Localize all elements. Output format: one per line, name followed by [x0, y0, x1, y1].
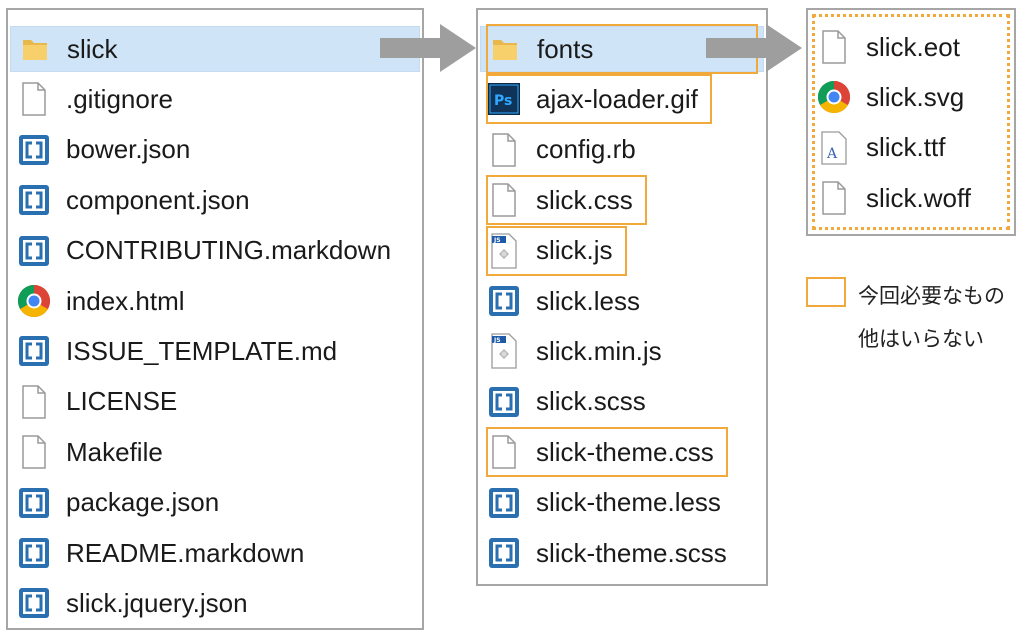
chrome-icon: [16, 282, 52, 320]
list-item[interactable]: slick.scss: [486, 379, 646, 425]
list-item-label: slick-theme.scss: [536, 537, 727, 568]
brackets-icon: [16, 332, 52, 370]
list-item[interactable]: index.html: [16, 278, 185, 324]
brackets-icon: [486, 484, 522, 522]
file-icon: [486, 131, 522, 169]
list-item-label: README.markdown: [66, 537, 305, 568]
needed-file-highlight: [486, 427, 728, 478]
list-item-label: slick.ttf: [866, 132, 946, 163]
legend-swatch: [806, 277, 846, 307]
list-item[interactable]: component.json: [16, 177, 250, 223]
file-icon: [16, 433, 52, 471]
js-file-icon: JS: [486, 232, 522, 270]
list-item[interactable]: package.json: [16, 480, 219, 526]
file-icon: [816, 28, 852, 66]
file-icon: [486, 181, 522, 219]
list-item-label: slick.jquery.json: [66, 587, 248, 618]
list-item-label: slick-theme.less: [536, 487, 721, 518]
list-item[interactable]: slick: [10, 26, 420, 72]
list-item[interactable]: slick.svg: [816, 74, 964, 120]
svg-text:JS: JS: [493, 337, 501, 344]
list-item-label: bower.json: [66, 134, 191, 165]
list-item[interactable]: slick-theme.less: [486, 480, 721, 526]
list-item[interactable]: Ps ajax-loader.gif: [486, 76, 698, 122]
list-item-label: index.html: [66, 285, 185, 316]
brackets-icon: [486, 534, 522, 572]
brackets-icon: [16, 232, 52, 270]
chrome-icon: [816, 78, 852, 116]
list-item[interactable]: config.rb: [486, 127, 636, 173]
list-item-label: slick.less: [536, 285, 641, 316]
svg-text:JS: JS: [493, 237, 501, 244]
file-icon: [16, 383, 52, 421]
file-icon: [486, 433, 522, 471]
list-item-label: config.rb: [536, 134, 636, 165]
arrow-right-icon: [380, 24, 476, 72]
brackets-icon: [16, 484, 52, 522]
list-item-label: slick.min.js: [536, 335, 662, 366]
list-item-label: Makefile: [66, 436, 163, 467]
list-item[interactable]: slick.woff: [816, 175, 971, 221]
svg-text:A: A: [826, 146, 838, 162]
brackets-icon: [486, 282, 522, 320]
file-icon: [816, 179, 852, 217]
list-item[interactable]: LICENSE: [16, 379, 177, 425]
list-item-label: package.json: [66, 487, 220, 518]
list-item-label: slick.css: [536, 184, 633, 215]
list-item[interactable]: slick.css: [486, 177, 633, 223]
list-item-label: slick.js: [536, 235, 613, 266]
list-item-label: component.json: [66, 184, 250, 215]
legend-needed-label: 今回必要なもの: [858, 284, 1005, 308]
list-item[interactable]: JS slick.min.js: [486, 328, 662, 374]
list-item-label: slick.svg: [866, 81, 965, 112]
list-item-label: fonts: [537, 33, 594, 64]
font-file-icon: A: [816, 129, 852, 167]
brackets-icon: [486, 383, 522, 421]
list-item-label: ISSUE_TEMPLATE.md: [66, 335, 338, 366]
arrow-right-icon: [706, 24, 802, 72]
list-item[interactable]: slick.less: [486, 278, 640, 324]
list-item[interactable]: slick.jquery.json: [16, 580, 248, 626]
list-item-label: slick-theme.css: [536, 436, 714, 467]
list-item-label: slick.eot: [866, 31, 960, 62]
list-item[interactable]: ISSUE_TEMPLATE.md: [16, 328, 337, 374]
needed-file-highlight: [486, 175, 647, 226]
file-icon: [16, 80, 52, 118]
list-item-label: slick: [67, 33, 118, 64]
js-file-icon: JS: [486, 332, 522, 370]
needed-file-highlight: [486, 225, 627, 276]
list-item[interactable]: Makefile: [16, 429, 163, 475]
needed-file-highlight: [486, 74, 712, 125]
list-item-label: .gitignore: [66, 83, 173, 114]
list-item[interactable]: slick-theme.css: [486, 429, 714, 475]
list-item[interactable]: slick-theme.scss: [486, 530, 727, 576]
list-item-label: LICENSE: [66, 386, 178, 417]
brackets-icon: [16, 584, 52, 622]
legend-unneeded-label: 他はいらない: [858, 327, 984, 351]
list-item-label: ajax-loader.gif: [536, 83, 698, 114]
svg-text:Ps: Ps: [494, 93, 512, 109]
brackets-icon: [16, 534, 52, 572]
list-item[interactable]: slick.eot: [816, 24, 960, 70]
list-item-label: slick.scss: [536, 386, 646, 417]
list-item-label: slick.woff: [866, 182, 971, 213]
brackets-icon: [16, 131, 52, 169]
list-item[interactable]: .gitignore: [16, 76, 173, 122]
list-item[interactable]: CONTRIBUTING.markdown: [16, 228, 391, 274]
list-item-label: CONTRIBUTING.markdown: [66, 235, 392, 266]
folder-icon: [487, 30, 523, 68]
list-item[interactable]: bower.json: [16, 127, 190, 173]
folder-icon: [17, 30, 53, 68]
fonts-needed-highlight: [812, 14, 1010, 230]
photoshop-icon: Ps: [486, 80, 522, 118]
list-item[interactable]: README.markdown: [16, 530, 304, 576]
list-item[interactable]: JS slick.js: [486, 228, 613, 274]
brackets-icon: [16, 181, 52, 219]
